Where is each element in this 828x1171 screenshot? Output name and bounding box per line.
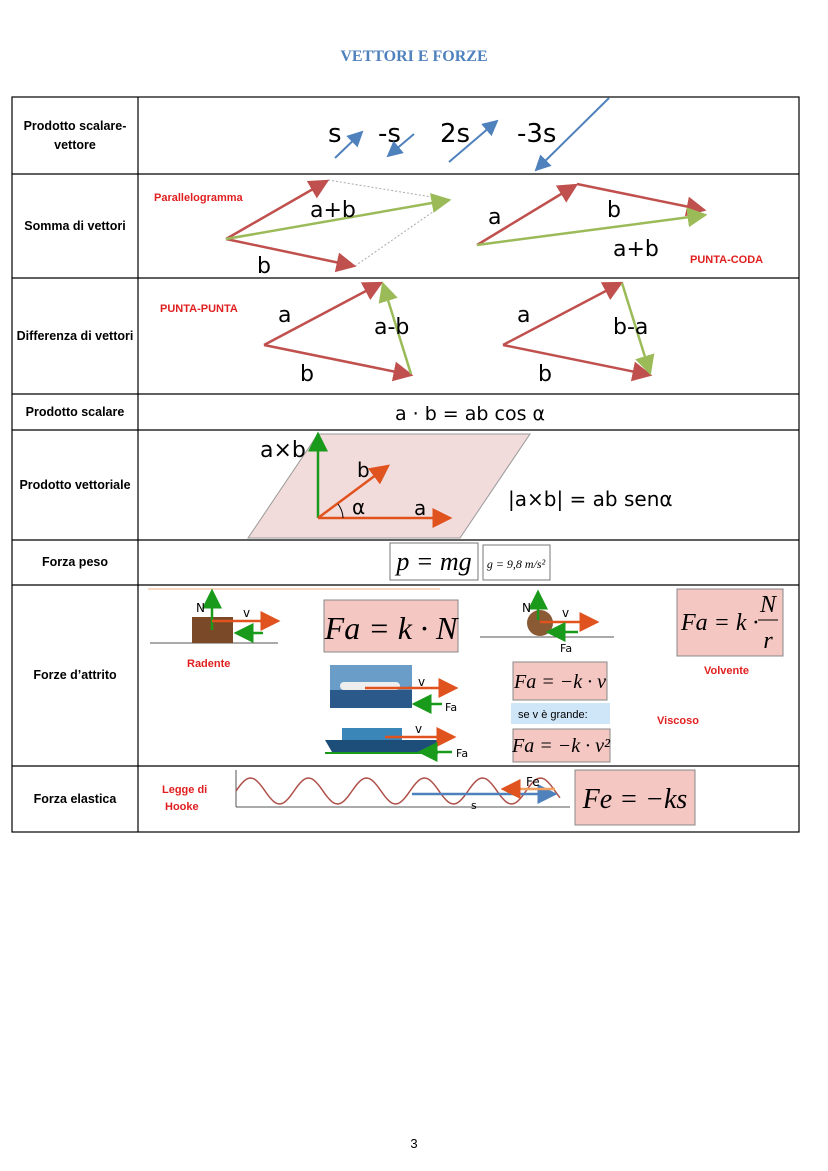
svg-text:Fa: Fa xyxy=(560,642,572,655)
row-label-scalar-vector: Prodotto scalare-vettore xyxy=(23,118,127,152)
weight-formula: p = mg g = 9,8 m/s² xyxy=(389,542,551,581)
viscous-friction-formula-2: Fa = −k · v² xyxy=(511,735,611,757)
svg-text:s: s xyxy=(471,799,477,812)
label-2s: 2s xyxy=(440,119,470,149)
svg-text:g = 9,8 m/s²: g = 9,8 m/s² xyxy=(487,557,546,571)
vector-sum-diagram: Parallelogramma a+b b a b a+b PUNTA-CODA xyxy=(154,179,763,279)
vector-a xyxy=(225,179,330,241)
svg-text:v: v xyxy=(415,722,422,736)
page-title: VETTORI E FORZE xyxy=(340,48,488,65)
cross-product-formula: |a×b| = ab senα xyxy=(508,487,673,511)
row-label-vector-sum: Somma di vettori xyxy=(24,218,126,233)
svg-text:v: v xyxy=(243,606,250,620)
row-label-friction: Forze d’attrito xyxy=(33,668,117,683)
label-axb: a×b xyxy=(260,438,306,463)
label-tip-to-tail: PUNTA-CODA xyxy=(690,254,763,266)
row-label-elastic: Forza elastica xyxy=(33,791,117,806)
friction-diagrams: N v Radente Fa = k · N N v Fa Fa = k · N… xyxy=(148,588,784,763)
label-parallelogram: Parallelogramma xyxy=(154,192,244,204)
svg-text:a: a xyxy=(414,496,426,520)
svg-text:a: a xyxy=(278,303,291,328)
svg-text:Fa: Fa xyxy=(456,747,468,760)
svg-text:N: N xyxy=(196,601,205,615)
svg-text:Fa = k ·: Fa = k · xyxy=(680,610,759,636)
label-sliding: Radente xyxy=(187,658,230,670)
svg-text:N: N xyxy=(759,592,778,618)
svg-text:N: N xyxy=(522,601,531,615)
row-label-cross-product: Prodotto vettoriale xyxy=(19,477,131,492)
svg-text:b: b xyxy=(300,362,314,387)
viscous-friction-formula: Fa = −k · v xyxy=(513,671,606,693)
vector-neg-s xyxy=(386,133,415,158)
vector-b xyxy=(225,237,357,273)
vector-difference-diagram: PUNTA-PUNTA a a-b b a b-a b xyxy=(160,281,655,387)
label-b: b xyxy=(607,198,621,223)
elastic-force-diagram: Legge di Hooke Fe s Fe = −ks xyxy=(162,769,696,826)
ship-image xyxy=(325,728,438,754)
label-b: b xyxy=(257,254,271,279)
row-label-dot-product: Prodotto scalare xyxy=(25,404,125,419)
svg-text:α: α xyxy=(352,495,365,519)
label-a-plus-b: a+b xyxy=(310,198,356,223)
hooke-formula: Fe = −ks xyxy=(582,784,688,815)
vector-sum xyxy=(225,193,452,241)
svg-text:b: b xyxy=(538,362,552,387)
label-viscous: Viscoso xyxy=(657,715,699,727)
note-large-v: se v è grande: xyxy=(518,709,588,721)
label-tip-to-tip: PUNTA-PUNTA xyxy=(160,303,238,315)
spring-wave xyxy=(235,777,561,805)
page-number: 3 xyxy=(410,1136,418,1151)
svg-text:p = mg: p = mg xyxy=(394,547,471,576)
cross-product-diagram: α a×b b a |a×b| = ab senα xyxy=(247,431,673,539)
svg-text:r: r xyxy=(763,628,773,654)
svg-text:Fa: Fa xyxy=(445,701,457,714)
svg-text:a: a xyxy=(517,303,530,328)
vector-s xyxy=(334,130,364,159)
svg-text:Fe: Fe xyxy=(526,775,540,789)
scalar-vector-diagram: s -s 2s -3s xyxy=(328,97,610,172)
svg-text:v: v xyxy=(418,675,425,689)
svg-text:Hooke: Hooke xyxy=(165,801,199,813)
label-rolling: Volvente xyxy=(704,665,749,677)
label-b-minus-a: b-a xyxy=(613,315,648,340)
sliding-friction-formula: Fa = k · N xyxy=(324,610,459,646)
svg-text:Legge di: Legge di xyxy=(162,784,207,796)
vector-2s xyxy=(448,119,499,163)
svg-text:b: b xyxy=(357,458,370,482)
row-label-vector-difference: Differenza di vettori xyxy=(16,328,134,343)
row-label-weight: Forza peso xyxy=(42,555,108,570)
table-grid xyxy=(11,96,800,833)
svg-text:v: v xyxy=(562,606,569,620)
label-neg-3s: -3s xyxy=(517,119,556,149)
vector-neg-3s xyxy=(534,97,610,172)
label-a-minus-b: a-b xyxy=(374,315,409,340)
label-s: s xyxy=(328,119,342,149)
label-a-plus-b: a+b xyxy=(613,237,659,262)
label-a: a xyxy=(488,205,501,230)
label-neg-s: -s xyxy=(378,119,401,149)
dot-product-formula: a · b = ab cos α xyxy=(395,403,545,425)
